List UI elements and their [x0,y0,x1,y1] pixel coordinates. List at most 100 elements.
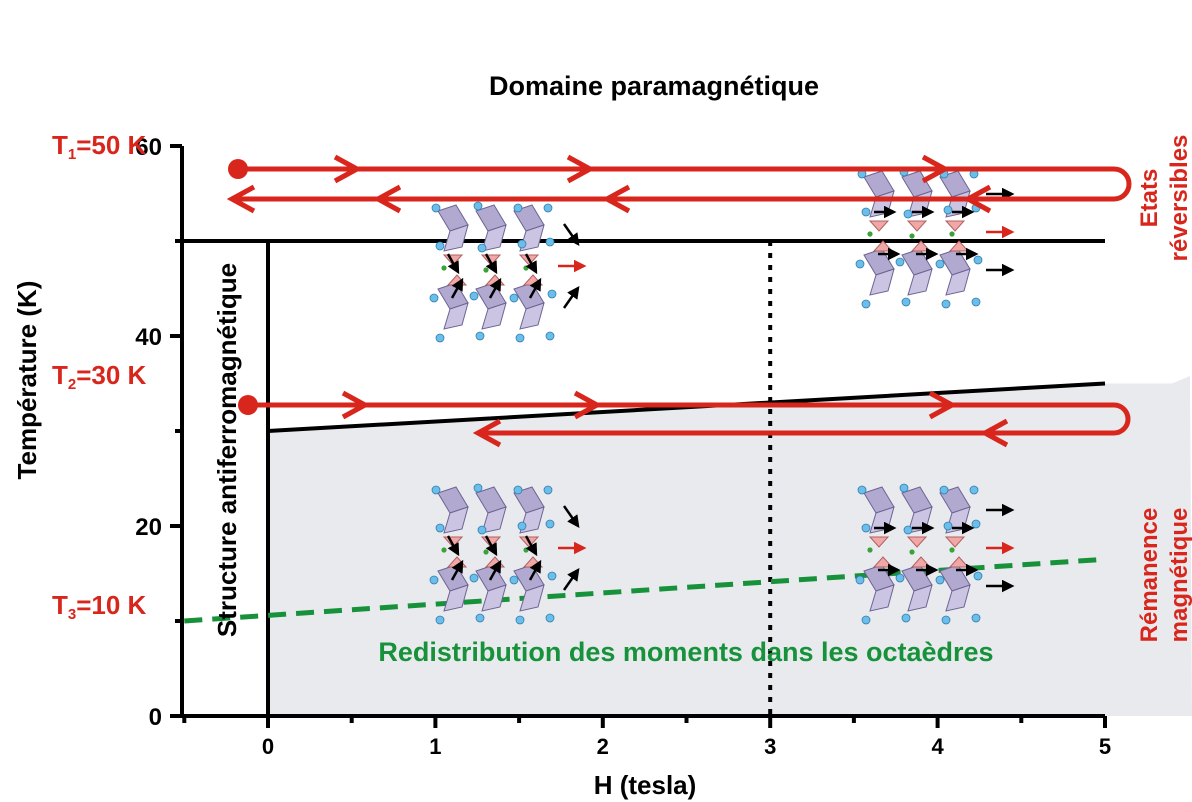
loop-chevron [566,154,596,184]
start-dot [228,159,248,179]
moment-arrow [528,559,542,581]
atom [543,203,553,213]
x-axis-title: H (tesla) [594,770,697,800]
atom [513,203,523,213]
tetrahedron [906,536,928,548]
atom [429,575,439,585]
atom [895,257,905,267]
label-t3-sub: 3 [68,606,76,623]
atom [477,243,487,253]
atom [895,573,905,583]
tetrahedron [442,254,464,266]
atom [429,293,439,303]
moment-arrow [450,559,464,581]
tetrahedron [910,556,932,568]
tetrahedron [948,240,970,252]
tetrahedron [906,220,928,232]
atom-small [867,547,873,553]
start-dot [238,395,258,415]
octahedron [443,224,469,252]
atom [545,331,555,341]
loop-chevron [341,390,371,420]
tetrahedron [484,274,506,286]
octahedron [443,584,469,612]
tetrahedron [872,240,894,252]
octahedron [443,302,469,330]
atom [473,201,483,211]
y-axis-title: Température (K) [12,281,42,480]
y-tick-label: 40 [135,324,162,351]
label-t1-sub: 1 [68,146,76,163]
atom-small [523,265,529,271]
atom-small [909,233,915,239]
atom-small [949,231,955,237]
atom-small [867,231,873,237]
octahedron [869,268,895,296]
atom [509,293,519,303]
tetrahedron [948,556,970,568]
y-tick-label: 20 [135,514,162,541]
label-t1: T1=50 K [52,130,147,163]
label-t2-rest: =30 K [76,360,146,390]
atom [431,203,441,213]
atom-small [441,265,447,271]
atom [515,615,525,625]
octahedron [481,302,507,330]
atom [899,483,909,493]
atom [435,333,445,343]
octahedron [519,584,545,612]
loop-chevron [921,154,951,184]
atom [901,613,911,623]
side-label-reversible-line2: réversibles [1166,135,1192,262]
atom [935,575,945,585]
loop-path [232,166,1132,202]
moment-arrow [562,285,580,309]
tetrahedron [868,220,890,232]
atom [855,259,865,269]
loop-chevron [372,184,402,214]
tetrahedron [944,220,966,232]
octahedron [481,584,507,612]
loop-chevron [962,184,992,214]
atom [903,525,913,535]
moment-arrow [562,505,580,529]
atom [939,485,949,495]
x-tick-label: 2 [597,734,609,759]
atom [545,613,555,623]
region-label-redistribution: Redistribution des moments dans les octa… [378,637,993,667]
moment-arrow [484,253,498,275]
inset-ferro-lower [855,483,1015,625]
octahedron [519,302,545,330]
tetrahedron [944,536,966,548]
atom-small [483,267,489,273]
atom [545,519,555,529]
moment-arrow [524,253,538,275]
tetrahedron [480,254,502,266]
region-label-paramagnetic: Domaine paramagnétique [489,71,819,101]
octahedron [443,506,469,534]
atom [855,575,865,585]
label-t2: T2=30 K [52,360,147,393]
octahedron [907,268,933,296]
loop-chevron [472,418,502,448]
atom [943,521,953,531]
label-t3: T3=10 K [52,590,147,623]
loop-chevron [601,184,631,214]
atom [547,289,557,299]
octahedron [945,584,971,612]
moment-arrow [524,535,538,557]
region-label-antiferro: Structure antiferromagnétique [212,263,242,637]
atom [515,333,525,343]
atom [971,297,981,307]
y-tick-label: 0 [149,704,162,731]
x-tick-label: 0 [262,734,274,759]
inset-afm-upper [429,201,587,343]
loop-chevron [333,154,363,184]
atom [543,485,553,495]
loop-path [248,402,1131,436]
atom [971,519,981,529]
field-cycle-loops [226,154,1132,448]
